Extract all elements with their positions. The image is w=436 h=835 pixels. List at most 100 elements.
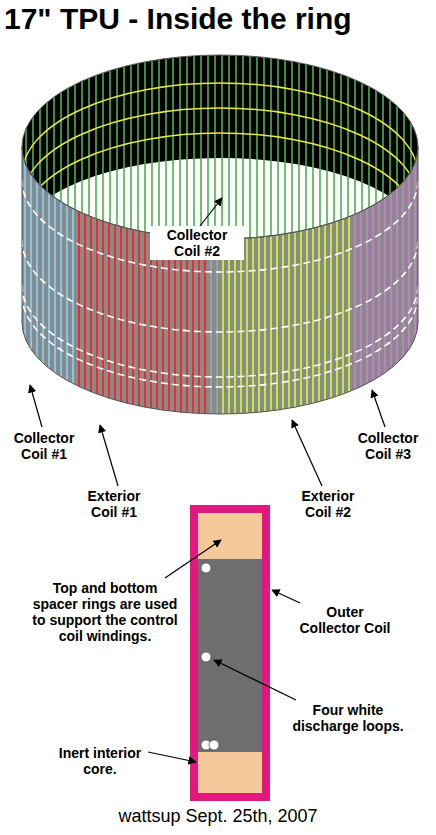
winding-line xyxy=(294,120,296,420)
ring-band xyxy=(22,147,418,414)
winding-line xyxy=(228,120,230,420)
winding-line xyxy=(138,120,140,420)
winding-line xyxy=(66,120,68,420)
part-label: Collector Coil #2 xyxy=(150,226,244,260)
winding-line xyxy=(408,120,410,420)
winding-line xyxy=(144,120,146,420)
winding-line xyxy=(123,40,125,245)
part-label: Outer Collector Coil xyxy=(295,604,395,636)
winding-line xyxy=(277,40,279,245)
diagram-caption: wattsup Sept. 25th, 2007 xyxy=(0,806,436,827)
part-label: Top and bottom spacer rings are used to … xyxy=(30,580,180,644)
winding-line xyxy=(291,40,293,245)
winding-line xyxy=(270,40,272,245)
winding-line xyxy=(235,40,237,245)
winding-line xyxy=(284,40,286,245)
winding-line xyxy=(180,120,182,420)
inner-rings xyxy=(22,83,418,225)
discharge-loops xyxy=(22,180,418,387)
winding-line xyxy=(200,40,202,245)
top-spacer-ring xyxy=(198,513,262,559)
ring-outline xyxy=(22,147,418,414)
winding-line xyxy=(319,40,321,245)
winding-line xyxy=(228,40,230,245)
winding-line xyxy=(151,40,153,245)
outer-collector-coil xyxy=(190,505,270,801)
winding-line xyxy=(198,120,200,420)
winding-line xyxy=(179,40,181,245)
winding-line xyxy=(326,40,328,245)
winding-line xyxy=(372,120,374,420)
winding-line xyxy=(132,120,134,420)
winding-line xyxy=(276,120,278,420)
winding-line xyxy=(312,40,314,245)
winding-line xyxy=(42,120,44,420)
winding-line xyxy=(96,120,98,420)
winding-line xyxy=(144,40,146,245)
winding-line xyxy=(114,120,116,420)
winding-line xyxy=(240,120,242,420)
winding-line xyxy=(204,120,206,420)
part-label: Exterior Coil #2 xyxy=(288,488,368,520)
winding-line xyxy=(360,120,362,420)
winding-line xyxy=(158,40,160,245)
winding-line xyxy=(324,120,326,420)
winding-line xyxy=(95,40,97,245)
winding-line xyxy=(54,120,56,420)
winding-line xyxy=(270,120,272,420)
part-label: Inert interior core. xyxy=(55,745,145,777)
winding-line xyxy=(172,40,174,245)
winding-line xyxy=(396,120,398,420)
winding-line xyxy=(30,120,32,420)
winding-line xyxy=(36,120,38,420)
winding-line xyxy=(162,120,164,420)
winding-line xyxy=(249,40,251,245)
discharge-loop-dots xyxy=(201,563,219,750)
winding-line xyxy=(84,120,86,420)
winding-line xyxy=(348,120,350,420)
winding-line xyxy=(210,120,212,420)
winding-line xyxy=(137,40,139,245)
winding-line xyxy=(186,40,188,245)
winding-line xyxy=(330,120,332,420)
winding-line xyxy=(156,120,158,420)
winding-line xyxy=(102,120,104,420)
winding-line xyxy=(366,120,368,420)
winding-line xyxy=(354,120,356,420)
winding-line xyxy=(165,40,167,245)
part-label: Four white discharge loops. xyxy=(283,702,413,734)
winding-line xyxy=(300,120,302,420)
outer-windings xyxy=(25,120,415,420)
winding-line xyxy=(222,120,224,420)
winding-line xyxy=(48,120,50,420)
winding-line xyxy=(78,120,80,420)
winding-line xyxy=(193,40,195,245)
ring-top-edge xyxy=(22,55,418,239)
winding-line xyxy=(168,120,170,420)
winding-line xyxy=(312,120,314,420)
winding-line xyxy=(340,40,342,245)
winding-line xyxy=(72,120,74,420)
leader-lines xyxy=(30,198,385,762)
winding-line xyxy=(216,120,218,420)
winding-line xyxy=(263,40,265,245)
winding-line xyxy=(102,40,104,245)
winding-line xyxy=(298,40,300,245)
winding-line xyxy=(347,40,349,245)
winding-line xyxy=(333,40,335,245)
diagram-title: 17" TPU - Inside the ring xyxy=(4,2,352,37)
winding-line xyxy=(221,40,223,245)
bottom-spacer-ring xyxy=(198,752,262,793)
winding-line xyxy=(378,120,380,420)
winding-line xyxy=(88,40,90,245)
winding-line xyxy=(402,120,404,420)
winding-line xyxy=(150,120,152,420)
winding-line xyxy=(108,120,110,420)
winding-line xyxy=(342,120,344,420)
winding-line xyxy=(60,120,62,420)
winding-line xyxy=(256,40,258,245)
winding-line xyxy=(306,120,308,420)
winding-line xyxy=(214,40,216,245)
part-label: Exterior Coil #1 xyxy=(74,488,154,520)
part-label: Collector Coil #1 xyxy=(4,430,84,462)
